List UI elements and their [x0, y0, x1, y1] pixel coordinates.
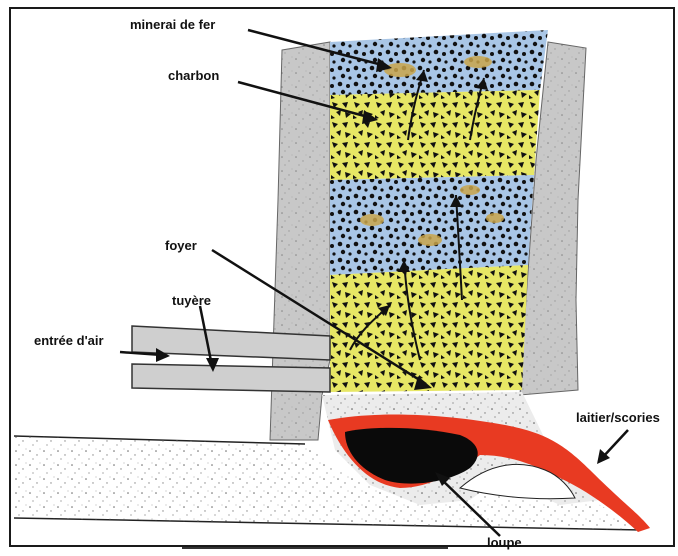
ore-nodule	[460, 185, 480, 195]
ore-nodule	[464, 56, 492, 68]
label-tuyere: tuyère	[172, 293, 211, 308]
charcoal-layer-lower	[330, 265, 528, 392]
label-laitier-scories: laitier/scories	[576, 410, 660, 425]
label-loupe: loupe	[487, 535, 522, 550]
charcoal-layer-upper	[330, 90, 540, 180]
ore-nodule	[360, 214, 384, 226]
tuyere-lower-pipe	[132, 364, 330, 392]
ore-nodule	[418, 234, 442, 246]
label-charbon: charbon	[168, 68, 219, 83]
ore-layer-top	[330, 30, 548, 95]
ore-nodule	[486, 213, 504, 223]
ore-layer-middle	[330, 175, 534, 275]
ore-nodule	[384, 63, 416, 77]
label-minerai-de-fer: minerai de fer	[130, 17, 215, 32]
label-foyer: foyer	[165, 238, 197, 253]
arrow-slag	[602, 430, 628, 458]
label-entree-d-air: entrée d'air	[34, 333, 104, 348]
